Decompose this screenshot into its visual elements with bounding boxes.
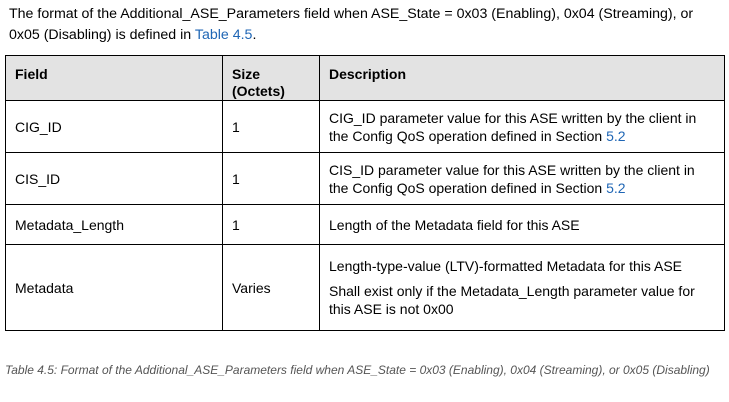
header-size: Size(Octets) — [222, 55, 320, 101]
intro-text: The format of the Additional_ASE_Paramet… — [9, 6, 694, 43]
field-cell: CIG_ID — [5, 100, 223, 153]
size-cell: 1 — [222, 204, 320, 245]
table-reference-link[interactable]: Table 4.5 — [194, 27, 253, 43]
header-size-line2: (Octets) — [232, 83, 285, 99]
parameters-table: Field Size(Octets) Description CIG_ID 1 … — [5, 55, 725, 331]
description-cell: Length-type-value (LTV)-formatted Metada… — [319, 244, 725, 331]
description-text: CIG_ID parameter value for this ASE writ… — [329, 109, 697, 144]
section-link[interactable]: 5.2 — [606, 127, 626, 144]
description-cell: CIS_ID parameter value for this ASE writ… — [319, 152, 725, 205]
table-caption: Table 4.5: Format of the Additional_ASE_… — [5, 363, 710, 377]
size-cell: 1 — [222, 100, 320, 153]
section-link[interactable]: 5.2 — [606, 179, 626, 196]
description-paragraph: Shall exist only if the Metadata_Length … — [329, 283, 695, 317]
field-cell: Metadata — [5, 244, 223, 331]
description-paragraph: Length-type-value (LTV)-formatted Metada… — [329, 258, 683, 274]
field-cell: Metadata_Length — [5, 204, 223, 245]
size-cell: Varies — [222, 244, 320, 331]
header-size-line1: Size — [232, 66, 261, 82]
intro-end: . — [252, 27, 257, 43]
description-text: CIS_ID parameter value for this ASE writ… — [329, 161, 695, 196]
intro-paragraph: The format of the Additional_ASE_Paramet… — [9, 4, 721, 46]
description-cell: Length of the Metadata field for this AS… — [319, 204, 725, 245]
description-text: Length of the Metadata field for this AS… — [329, 216, 580, 233]
header-description: Description — [319, 55, 725, 101]
field-cell: CIS_ID — [5, 152, 223, 205]
header-field: Field — [5, 55, 223, 101]
table-row: CIG_ID 1 CIG_ID parameter value for this… — [5, 100, 725, 153]
table-header-row: Field Size(Octets) Description — [5, 55, 725, 101]
description-cell: CIG_ID parameter value for this ASE writ… — [319, 100, 725, 153]
table-row: CIS_ID 1 CIS_ID parameter value for this… — [5, 152, 725, 205]
size-cell: 1 — [222, 152, 320, 205]
table-row: Metadata Varies Length-type-value (LTV)-… — [5, 244, 725, 331]
table-row: Metadata_Length 1 Length of the Metadata… — [5, 204, 725, 245]
